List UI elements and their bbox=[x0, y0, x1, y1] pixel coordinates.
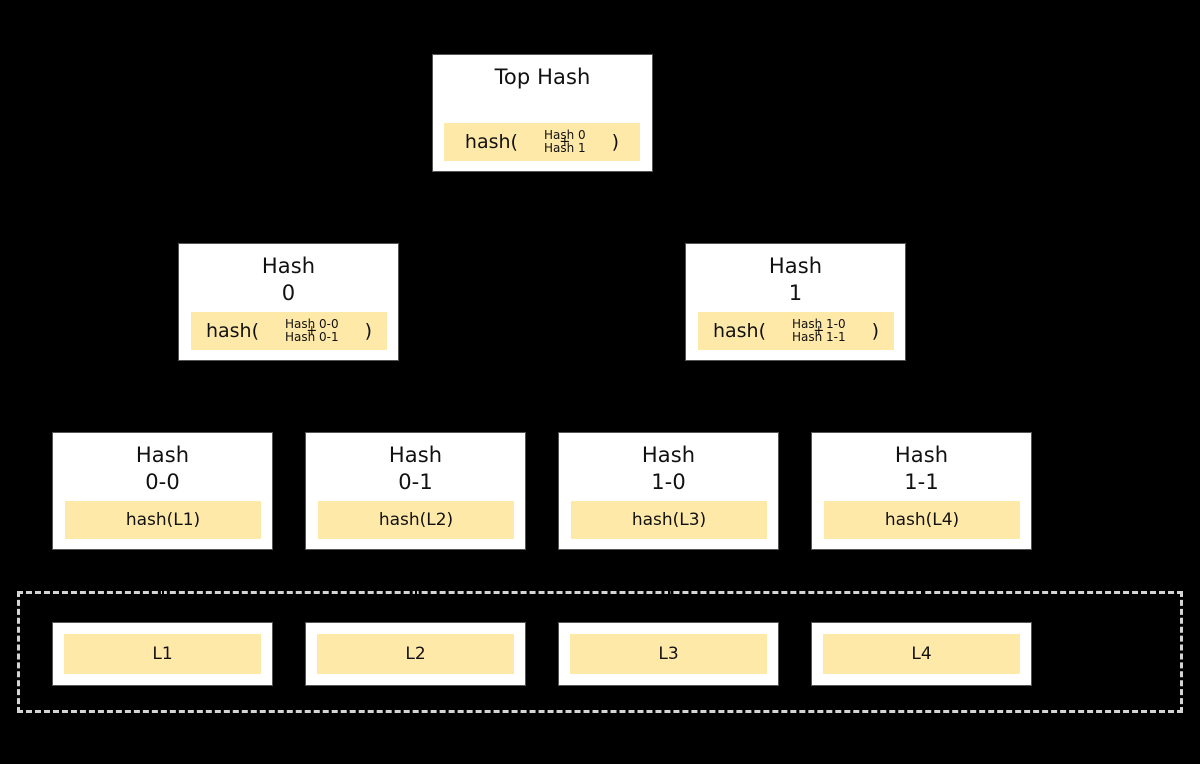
data-block-l3-body: L3 bbox=[570, 634, 767, 674]
hash-1-title: Hash 1 bbox=[768, 254, 823, 305]
hash-0-formula: hash( Hash 0-0 Hash 0-1 + ) bbox=[191, 312, 387, 350]
connector-hash1-to-h11 bbox=[921, 381, 923, 432]
data-block-l4-body: L4 bbox=[823, 634, 1020, 674]
arrowhead-hash0-to-h01 bbox=[411, 425, 421, 432]
hash-1-0-formula: hash(L3) bbox=[571, 501, 767, 539]
hash-1-args: Hash 1-0 Hash 1-1 + bbox=[792, 318, 846, 344]
top-hash-arg-bottom: Hash 1 bbox=[543, 141, 586, 155]
connector-root-to-hash0 bbox=[288, 194, 290, 243]
hash-1-formula: hash( Hash 1-0 Hash 1-1 + ) bbox=[698, 312, 894, 350]
node-hash-1[interactable]: Hash 1 hash( Hash 1-0 Hash 1-1 + ) bbox=[685, 243, 906, 361]
data-block-l2-body: L2 bbox=[317, 634, 514, 674]
data-block-l3[interactable]: L3 bbox=[558, 622, 779, 686]
data-block-l4[interactable]: L4 bbox=[811, 622, 1032, 686]
top-hash-formula: hash( Hash 0 Hash 1 + ) bbox=[444, 123, 640, 161]
connector-hash0-to-h01 bbox=[415, 381, 417, 432]
connector-hash0-to-h00 bbox=[162, 381, 164, 432]
hash-1-1-title: Hash 1-1 bbox=[894, 443, 949, 494]
hash-0-operator: + bbox=[306, 323, 318, 339]
hash-0-0-formula: hash(L1) bbox=[65, 501, 261, 539]
arrowhead-hash1-to-h10 bbox=[664, 425, 674, 432]
arrowhead-h01-to-l2 bbox=[411, 553, 421, 560]
node-hash-0[interactable]: Hash 0 hash( Hash 0-0 Hash 0-1 + ) bbox=[178, 243, 399, 361]
connector-root-to-hash1 bbox=[795, 194, 797, 243]
arrowhead-h00-to-l1 bbox=[158, 553, 168, 560]
arrowhead-h11-to-l4 bbox=[917, 553, 927, 560]
hash-1-1-formula-text: hash(L4) bbox=[884, 509, 960, 530]
hash-1-close: ) bbox=[871, 319, 880, 342]
arrowhead-h10-to-l3 bbox=[664, 553, 674, 560]
hash-1-arg-top: Hash 1-0 bbox=[791, 317, 846, 331]
connector-hash1-bus bbox=[668, 381, 922, 383]
node-top-hash[interactable]: Top Hash hash( Hash 0 Hash 1 + ) bbox=[432, 54, 653, 172]
hash-0-1-formula: hash(L2) bbox=[318, 501, 514, 539]
data-block-l4-label: L4 bbox=[911, 643, 932, 664]
data-blocks-group bbox=[17, 591, 1183, 713]
data-block-l2[interactable]: L2 bbox=[305, 622, 526, 686]
data-block-l1-label: L1 bbox=[152, 643, 173, 664]
hash-0-0-formula-text: hash(L1) bbox=[125, 509, 201, 530]
hash-0-close: ) bbox=[364, 319, 373, 342]
connector-hash1-to-h10 bbox=[668, 381, 670, 432]
hash-1-fn: hash( bbox=[712, 319, 766, 342]
data-block-l1[interactable]: L1 bbox=[52, 622, 273, 686]
hash-0-1-formula-text: hash(L2) bbox=[378, 509, 454, 530]
hash-0-arg-top: Hash 0-0 bbox=[284, 317, 339, 331]
hash-1-operator: + bbox=[813, 323, 825, 339]
connector-hash0-stem bbox=[288, 361, 290, 381]
node-hash-1-1[interactable]: Hash 1-1 hash(L4) bbox=[811, 432, 1032, 550]
hash-1-0-title: Hash 1-0 bbox=[641, 443, 696, 494]
connector-h00-to-l1 bbox=[162, 550, 164, 622]
arrowhead-root-to-hash1 bbox=[791, 236, 801, 243]
connector-hash1-stem bbox=[795, 361, 797, 381]
top-hash-title: Top Hash bbox=[494, 65, 591, 89]
hash-0-args: Hash 0-0 Hash 0-1 + bbox=[285, 318, 339, 344]
top-hash-operator: + bbox=[559, 134, 571, 150]
hash-1-0-formula-text: hash(L3) bbox=[631, 509, 707, 530]
connector-hash0-bus bbox=[162, 381, 416, 383]
node-hash-1-0[interactable]: Hash 1-0 hash(L3) bbox=[558, 432, 779, 550]
node-hash-0-1[interactable]: Hash 0-1 hash(L2) bbox=[305, 432, 526, 550]
top-hash-args: Hash 0 Hash 1 + bbox=[544, 129, 586, 155]
data-block-l3-label: L3 bbox=[658, 643, 679, 664]
top-hash-close: ) bbox=[611, 130, 620, 153]
hash-0-0-title: Hash 0-0 bbox=[135, 443, 190, 494]
arrowhead-root-to-hash0 bbox=[284, 236, 294, 243]
node-hash-0-0[interactable]: Hash 0-0 hash(L1) bbox=[52, 432, 273, 550]
hash-1-arg-bottom: Hash 1-1 bbox=[791, 330, 846, 344]
connector-h10-to-l3 bbox=[668, 550, 670, 622]
connector-h01-to-l2 bbox=[415, 550, 417, 622]
hash-0-arg-bottom: Hash 0-1 bbox=[284, 330, 339, 344]
hash-0-fn: hash( bbox=[205, 319, 259, 342]
arrowhead-hash1-to-h11 bbox=[917, 425, 927, 432]
hash-1-1-formula: hash(L4) bbox=[824, 501, 1020, 539]
connector-h11-to-l4 bbox=[921, 550, 923, 622]
data-block-l2-label: L2 bbox=[405, 643, 426, 664]
connector-root-stem bbox=[541, 172, 543, 194]
connector-root-bus bbox=[288, 194, 796, 196]
hash-0-title: Hash 0 bbox=[261, 254, 316, 305]
data-block-l1-body: L1 bbox=[64, 634, 261, 674]
top-hash-fn: hash( bbox=[464, 130, 518, 153]
hash-0-1-title: Hash 0-1 bbox=[388, 443, 443, 494]
top-hash-arg-top: Hash 0 bbox=[543, 128, 586, 142]
arrowhead-hash0-to-h00 bbox=[158, 425, 168, 432]
